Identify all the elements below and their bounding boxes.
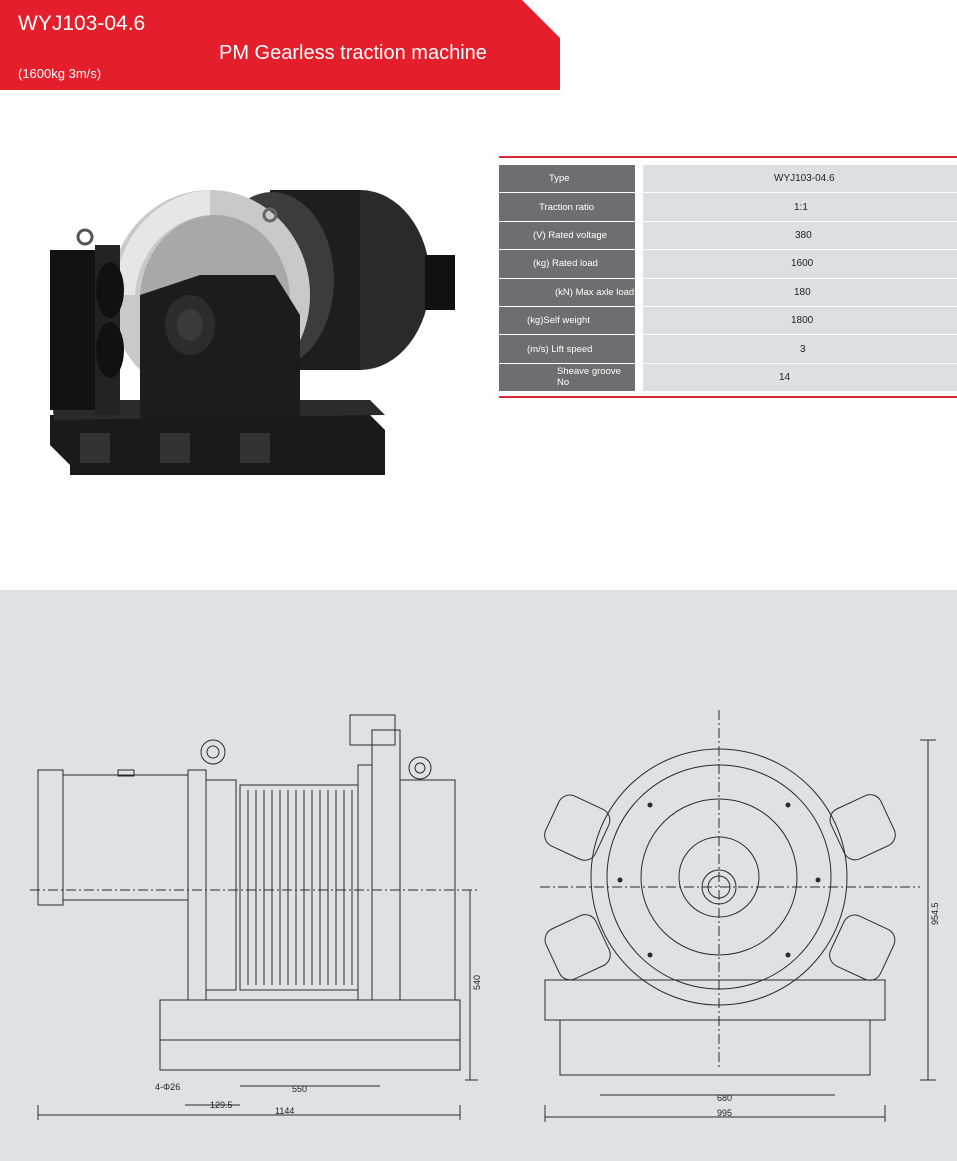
row-label: (kg) Rated load [499, 250, 635, 279]
table-row: (kN) Max axle load 180 [499, 278, 957, 307]
dim-offset: 129.5 [210, 1100, 233, 1110]
dim-front-base: 680 [717, 1093, 732, 1103]
dim-height: 540 [472, 975, 482, 990]
product-title: PM Gearless traction machine [219, 42, 487, 64]
table-row: (kg) Rated load 1600 [499, 250, 957, 279]
side-sheave [239, 784, 359, 991]
banner-shape [0, 0, 560, 90]
table-top-rule [499, 156, 957, 158]
front-brake-right-top [829, 794, 896, 861]
front-brake-right-bottom [829, 914, 896, 981]
front-base [544, 979, 886, 1021]
row-value: 14 [643, 363, 957, 393]
dim-front-height: 954.5 [930, 902, 940, 925]
row-label: (m/s) Lift speed [499, 335, 635, 364]
row-label: Traction ratio [499, 193, 635, 222]
table-row: (kg)Self weight 1800 [499, 306, 957, 336]
machine-photo [50, 190, 455, 475]
drawing-svg: 4-Φ26 129.5 550 1144 540 680 995 954.5 [30, 710, 940, 1122]
sheave-grooves [247, 790, 353, 985]
row-label: Sheave groove No [499, 363, 635, 393]
lifting-eye-right [408, 756, 432, 780]
row-label: (V) Rated voltage [499, 221, 635, 251]
row-label: (kN) Max axle load [499, 278, 635, 307]
row-label: Type [499, 165, 635, 194]
spec-table: Type WYJ103-04.6 Traction ratio 1:1 (V) … [499, 156, 957, 399]
dim-base: 550 [292, 1084, 307, 1094]
front-brake-left-bottom [544, 914, 611, 981]
row-value: 3 [643, 335, 957, 364]
row-value: 1:1 [643, 193, 957, 222]
table-row: Traction ratio 1:1 [499, 193, 957, 222]
table-row: (m/s) Lift speed 3 [499, 335, 957, 364]
row-value: 380 [643, 221, 957, 251]
table-bottom-rule [499, 396, 957, 399]
lifting-eye-left [200, 739, 226, 765]
technical-drawing: 4-Φ26 129.5 550 1144 540 680 995 954.5 [0, 590, 957, 1161]
row-value: WYJ103-04.6 [643, 165, 957, 194]
dim-length: 1144 [275, 1106, 294, 1116]
header-banner: WYJ103-04.6 PM Gearless traction machine… [0, 0, 560, 90]
side-flange [37, 769, 64, 906]
table-row: Type WYJ103-04.6 [499, 165, 957, 194]
model-number: WYJ103-04.6 [18, 12, 146, 35]
side-right-bracket [357, 764, 373, 1001]
front-brake-left-top [544, 794, 611, 861]
row-value: 1800 [643, 306, 957, 336]
row-label: (kg)Self weight [499, 306, 635, 336]
product-subtitle: (1600kg 3m/s) [18, 66, 102, 81]
side-left-bracket [187, 769, 207, 1001]
row-value: 180 [643, 278, 957, 307]
side-motor [62, 774, 189, 901]
dim-holes: 4-Φ26 [155, 1082, 180, 1092]
dim-front-width: 995 [717, 1108, 732, 1118]
side-base [159, 999, 461, 1041]
table-row: (V) Rated voltage 380 [499, 221, 957, 251]
row-value: 1600 [643, 250, 957, 279]
table-row: Sheave groove No 14 [499, 363, 957, 393]
